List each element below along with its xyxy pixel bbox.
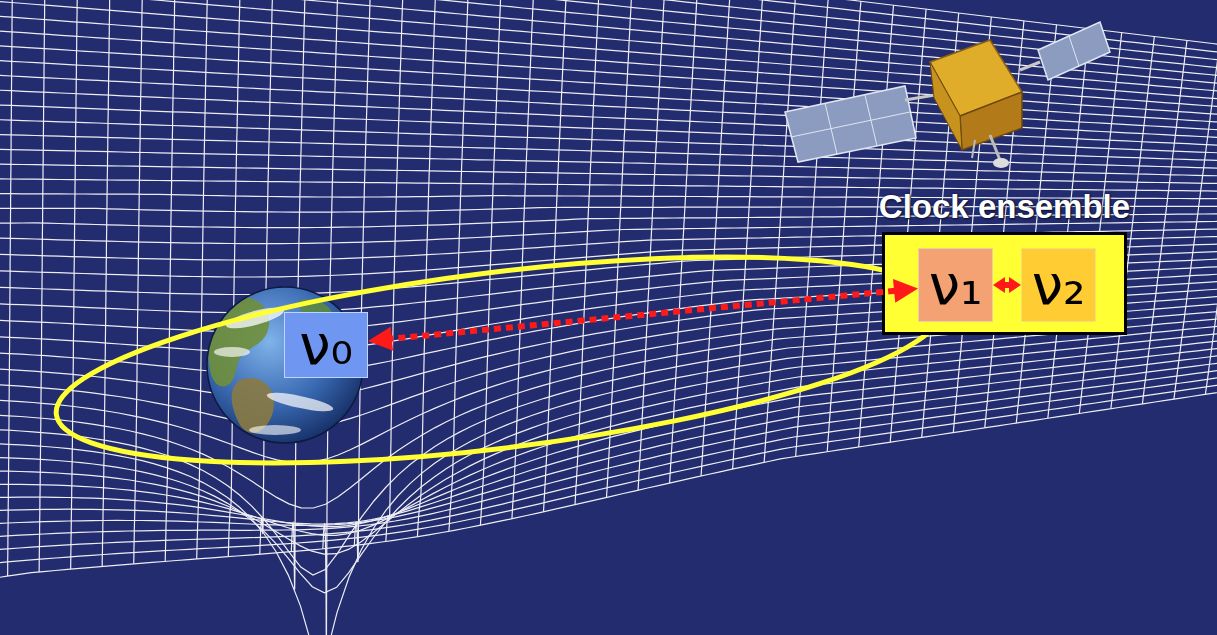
grid-line (544, 0, 568, 512)
signal-link-arrow (368, 279, 918, 351)
grid-line (0, 5, 1217, 116)
grid-line (575, 0, 600, 505)
grid-line (0, 380, 1217, 600)
grid-line (0, 52, 1217, 136)
frequency-symbol: ν₀ (299, 317, 353, 373)
grid-line (39, 0, 46, 572)
grid-line (890, 9, 926, 442)
clock-box: ν₁ (918, 248, 993, 322)
grid-line (0, 317, 1217, 593)
grid-line (0, 37, 1217, 130)
group-heading: Clock ensemble (879, 189, 1130, 225)
grid-line (827, 1, 861, 451)
frequency-symbol: ν₂ (1032, 257, 1086, 313)
grid-line (71, 0, 79, 569)
grid-line (0, 248, 1217, 313)
arrowhead (368, 327, 393, 351)
frequency-symbol: ν₁ (929, 257, 983, 313)
grid-line (0, 162, 1217, 186)
orbit (46, 218, 955, 502)
grid-line (1205, 48, 1217, 394)
grid-line (134, 0, 144, 564)
grid-line (0, 0, 1217, 81)
grid-line (512, 0, 535, 519)
grid-line (102, 0, 111, 566)
connector-line (391, 291, 895, 339)
grid-line (197, 0, 209, 559)
grid-line (607, 0, 633, 497)
grid-line (0, 0, 1217, 102)
grid-line (0, 324, 1217, 554)
grid-line (0, 352, 1217, 537)
grid-line (859, 5, 894, 447)
clock-box: ν₂ (1021, 248, 1096, 322)
grid-line (0, 373, 1217, 584)
grid-line (0, 359, 1217, 553)
grid-line (0, 68, 1217, 144)
grid-line (0, 99, 1217, 157)
grid-line (0, 310, 1217, 635)
clock-ensemble-box: Clock ensembleν₁ν₂ (882, 232, 1127, 335)
grid-line (0, 0, 1217, 95)
grid-line (0, 130, 1217, 171)
grid-line (0, 0, 1217, 74)
grid-line (1174, 44, 1217, 399)
ground-clock-box: ν₀ (284, 312, 368, 378)
grid-line (0, 21, 1217, 123)
grid-line (0, 366, 1217, 569)
satellite (785, 22, 1110, 168)
grid-line (670, 0, 698, 483)
